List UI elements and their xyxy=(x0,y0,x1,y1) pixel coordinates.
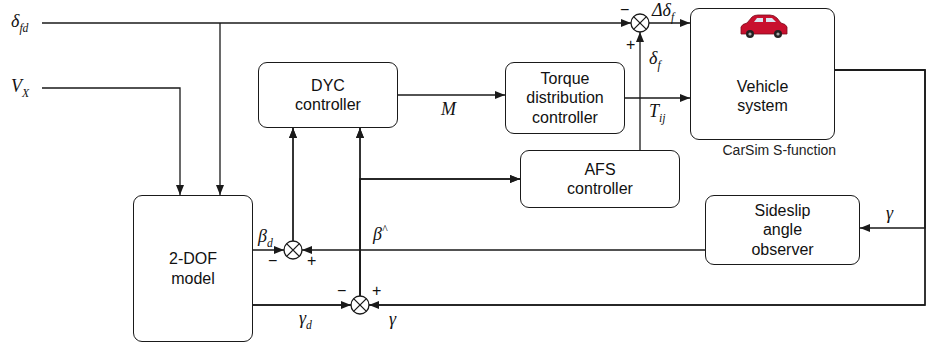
signal-name: M xyxy=(440,99,457,120)
arrowhead xyxy=(369,301,379,309)
sign-mark: − xyxy=(336,282,347,300)
subscript: f xyxy=(657,59,660,72)
input-wire xyxy=(42,22,631,23)
symbol-base: β xyxy=(373,224,382,244)
signal-connector xyxy=(253,128,293,250)
subscript: d xyxy=(306,319,312,332)
controller-box: DYC controller xyxy=(258,62,398,128)
arrowhead xyxy=(216,185,224,195)
arrowhead xyxy=(176,185,184,195)
signal-name: β^ xyxy=(372,224,388,245)
signal-connector xyxy=(835,70,925,228)
symbol-base: Δδ xyxy=(652,0,671,20)
subscript: d xyxy=(267,237,273,250)
symbol-base: V xyxy=(11,76,22,96)
block-label: AFS controller xyxy=(554,160,646,198)
sign-mark: − xyxy=(267,252,278,270)
block-caption: CarSim S-function xyxy=(723,142,803,159)
controller-box: Torque distribution controller xyxy=(505,62,625,134)
input-wire xyxy=(219,23,220,195)
block-label: Vehicle system xyxy=(723,77,803,115)
symbol-base: β xyxy=(258,226,267,246)
block-label: 2-DOF model xyxy=(158,249,228,287)
block-label: Sideslip angle observer xyxy=(738,201,828,259)
signal-connector xyxy=(360,70,925,305)
subscript: ij xyxy=(659,112,666,125)
arrowhead xyxy=(341,301,351,309)
symbol-base: T xyxy=(649,101,659,121)
controller-box: AFS controller xyxy=(520,150,680,208)
signal-name: Δδf xyxy=(651,0,675,21)
arrowhead xyxy=(636,32,644,42)
sign-mark: + xyxy=(625,36,636,54)
symbol-base: δ xyxy=(649,48,657,68)
block-label: DYC controller xyxy=(282,76,374,114)
summing-junction xyxy=(351,296,369,314)
summing-junction xyxy=(631,14,649,32)
superscript: ^ xyxy=(382,223,387,236)
controller-box: 2-DOF model xyxy=(133,195,253,342)
signal-connector xyxy=(253,128,360,305)
signal-name: γd xyxy=(298,308,313,329)
plant-box: Vehicle systemCarSim S-function xyxy=(690,8,835,140)
signal-name: δf xyxy=(648,48,662,69)
signal-connector xyxy=(640,23,690,150)
signal-name: γ xyxy=(885,203,894,224)
signal-connector xyxy=(293,128,705,250)
sign-mark: + xyxy=(306,252,317,270)
car-icon xyxy=(741,15,787,38)
signal-connector xyxy=(253,179,520,305)
signal-name: VX xyxy=(10,76,30,97)
symbol-base: δ xyxy=(11,11,19,31)
subscript: X xyxy=(22,87,29,100)
input-wire xyxy=(42,88,180,195)
symbol-base: γ xyxy=(299,308,306,328)
subscript: fd xyxy=(19,22,28,35)
signal-name: γ xyxy=(388,309,397,330)
summing-junction xyxy=(284,241,302,259)
signal-name: Tij xyxy=(648,101,667,122)
signal-name: δfd xyxy=(10,11,29,32)
block-label: Torque distribution controller xyxy=(512,69,618,127)
signal-connector xyxy=(625,97,690,98)
sign-mark: + xyxy=(371,282,382,300)
subscript: f xyxy=(671,11,674,24)
sign-mark: − xyxy=(619,1,630,19)
arrowhead xyxy=(621,19,631,27)
signal-connector xyxy=(398,94,505,95)
signal-name: βd xyxy=(257,226,274,247)
controller-box: Sideslip angle observer xyxy=(705,195,860,265)
signal-connector xyxy=(360,70,925,305)
